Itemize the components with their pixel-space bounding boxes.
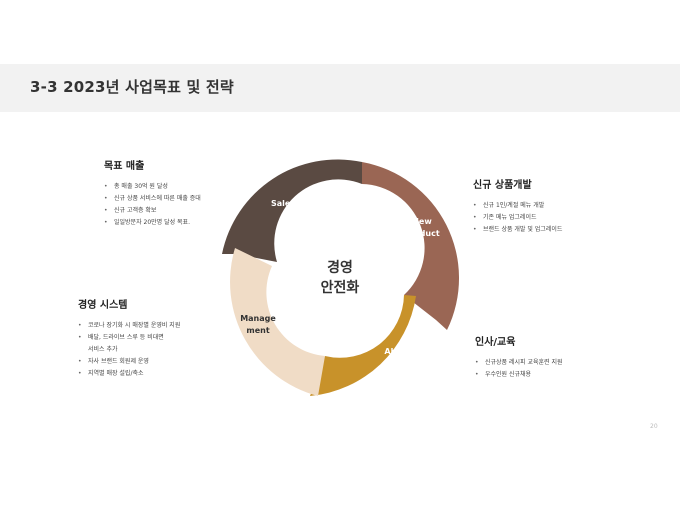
center-text-line1: 경영 [327,259,353,276]
list-item: 코로나 장기화 시 매장별 운영비 지원 [78,320,238,332]
block-management-system: 경영 시스템 코로나 장기화 시 매장별 운영비 지원 배달, 드라이브 스루 … [78,296,238,380]
segment-sales-label: Sales [271,199,295,208]
list-item: 기존 메뉴 업그레이드 [473,212,633,224]
page-number: 20 [650,423,658,430]
bullet-list: 신규 1인/계절 메뉴 개발 기존 메뉴 업그레이드 브랜드 상품 개발 및 업… [473,200,633,236]
list-item: 신규상품 레시피 교육훈련 지원 [475,357,635,369]
list-item: 신규 1인/계절 메뉴 개발 [473,200,633,212]
segment-management [230,248,325,396]
list-item: 신규 상품 서비스에 따른 매출 증대 [104,193,254,205]
bullet-list: 신규상품 레시피 교육훈련 지원 우수인원 신규채용 [475,357,635,381]
block-title: 경영 시스템 [78,300,128,311]
list-item: 우수인원 신규채용 [475,369,635,381]
block-title: 신규 상품개발 [473,180,532,191]
list-item: 총 매출 30억 원 달성 [104,181,254,193]
segment-management-label-line2: ment [246,326,269,335]
list-item: 지역별 매장 설립/축소 [78,368,238,380]
segment-management-label-line1: Manage [240,314,276,323]
block-goal-sales: 목표 매출 총 매출 30억 원 달성 신규 상품 서비스에 따른 매출 증대 … [104,157,254,229]
block-title: 목표 매출 [104,161,145,172]
list-item: 자사 브랜드 회원제 운영 [78,356,238,368]
list-item: 신규 고객층 확보 [104,205,254,217]
bullet-list: 코로나 장기화 시 매장별 운영비 지원 배달, 드라이브 스루 등 비대면 서… [78,320,238,380]
page-title: 3-3 2023년 사업목표 및 전략 [30,78,234,96]
segment-new-product-label-line2: Product [404,229,439,238]
center-text-line2: 안전화 [321,279,360,296]
segment-new-product-label-line1: New [412,217,432,226]
bullet-list: 총 매출 30억 원 달성 신규 상품 서비스에 따른 매출 증대 신규 고객층… [104,181,254,229]
list-item: 일일방문자 20만명 달성 목표. [104,217,254,229]
title-bar: 3-3 2023년 사업목표 및 전략 [0,64,680,112]
segment-sales [222,159,362,262]
segment-new-product [362,162,460,330]
block-new-product: 신규 상품개발 신규 1인/계절 메뉴 개발 기존 메뉴 업그레이드 브랜드 상… [473,176,633,236]
list-item: 브랜드 상품 개발 및 업그레이드 [473,224,633,236]
segment-ability-label: Ability [384,347,414,356]
segment-ability [310,295,416,396]
list-item: 배달, 드라이브 스루 등 비대면 [78,332,238,344]
list-item: 서비스 추가 [88,346,118,353]
block-hr-education: 인사/교육 신규상품 레시피 교육훈련 지원 우수인원 신규채용 [475,333,635,381]
block-title: 인사/교육 [475,337,516,348]
